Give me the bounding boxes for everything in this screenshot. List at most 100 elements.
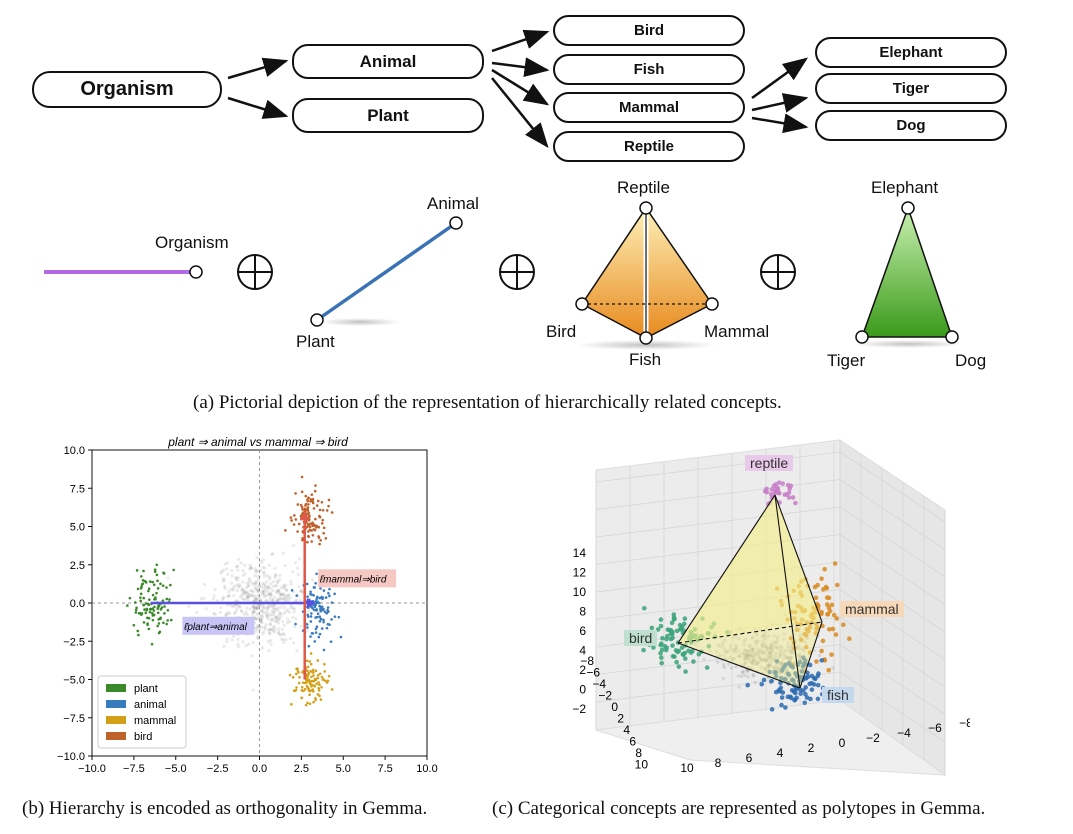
- background-point: [252, 610, 257, 614]
- point-mammal: [297, 670, 300, 674]
- background-point: [278, 597, 282, 601]
- background-point: [258, 597, 262, 601]
- point-plant: [158, 630, 162, 634]
- point-bird: [312, 507, 316, 510]
- x-tick-label: −6: [586, 666, 600, 680]
- background-point: [718, 644, 723, 648]
- point-bird: [682, 656, 688, 661]
- background-point: [800, 647, 805, 651]
- background-point: [265, 611, 270, 615]
- point-animal: [307, 644, 311, 648]
- point-animal: [312, 586, 316, 589]
- point-bird: [296, 530, 299, 533]
- background-point: [253, 606, 257, 610]
- background-point: [255, 603, 260, 607]
- point-bird: [679, 645, 685, 650]
- point-bird: [308, 514, 311, 518]
- point-fish: [808, 696, 813, 702]
- background-point: [252, 582, 256, 586]
- point-bird: [300, 490, 304, 494]
- background-point: [746, 674, 750, 679]
- background-point: [273, 566, 277, 571]
- point-mammal: [321, 678, 325, 681]
- grid-line: [595, 479, 841, 510]
- point-mammal: [307, 688, 311, 692]
- tree-node-animal: Animal: [292, 44, 484, 79]
- point-bird: [711, 621, 717, 627]
- background-point: [242, 589, 246, 594]
- background-point: [263, 606, 267, 610]
- point-mammal: [295, 667, 298, 671]
- point-bird: [303, 508, 306, 512]
- background-point: [693, 642, 698, 646]
- background-point: [754, 643, 758, 647]
- background-point: [737, 685, 742, 689]
- background-point: [263, 592, 267, 597]
- background-point: [743, 649, 748, 653]
- background-point: [776, 655, 781, 660]
- background-point: [721, 643, 725, 647]
- point-bird: [299, 503, 303, 507]
- point-bird: [319, 538, 322, 542]
- background-point: [271, 628, 275, 633]
- point-mammal: [305, 659, 309, 663]
- background-point: [236, 642, 240, 646]
- point-reptile: [762, 488, 768, 494]
- point-plant: [152, 609, 156, 612]
- background-point: [286, 593, 290, 597]
- point-fish: [809, 687, 815, 692]
- background-point: [264, 598, 268, 603]
- background-point: [195, 610, 199, 615]
- point-plant: [147, 589, 150, 593]
- background-point: [277, 590, 281, 595]
- y-tick-label: 0: [839, 736, 846, 750]
- background-point: [235, 564, 240, 568]
- background-point: [254, 582, 258, 586]
- point-bird: [669, 620, 675, 626]
- background-point: [213, 587, 217, 592]
- point-bird: [658, 642, 663, 648]
- background-point: [282, 640, 286, 645]
- background-point: [765, 657, 769, 662]
- point-plant: [144, 611, 148, 615]
- background-point: [254, 570, 259, 574]
- background-point: [267, 604, 271, 608]
- background-point: [753, 680, 758, 685]
- background-point: [246, 584, 250, 588]
- x-tick-label: 7.5: [377, 763, 392, 775]
- background-point: [734, 645, 738, 650]
- background-point: [785, 668, 789, 673]
- point-plant: [159, 608, 163, 611]
- point-animal: [314, 581, 317, 585]
- background-point: [770, 644, 774, 648]
- background-point: [741, 651, 746, 656]
- point-animal: [306, 615, 310, 618]
- background-point: [277, 589, 281, 593]
- background-point: [276, 598, 280, 602]
- background-point: [768, 655, 772, 659]
- background-point: [299, 589, 303, 593]
- background-point: [256, 589, 260, 594]
- background-point: [227, 611, 232, 615]
- x-tick-label: −4: [592, 677, 606, 691]
- background-point: [262, 571, 266, 575]
- point-animal: [311, 607, 315, 610]
- point-fish: [807, 681, 813, 687]
- point-fish: [773, 669, 778, 675]
- point-plant: [147, 627, 151, 631]
- background-point: [266, 592, 270, 596]
- background-point: [245, 595, 249, 599]
- x-tick-label: 4: [623, 723, 630, 737]
- background-point: [758, 627, 762, 631]
- background-point: [263, 625, 267, 629]
- point-mammal: [306, 665, 310, 669]
- background-point: [752, 659, 756, 663]
- point-bird: [651, 645, 656, 650]
- caption-c: (c) Categorical concepts are represented…: [492, 798, 986, 819]
- background-point: [755, 638, 760, 643]
- background-point: [266, 639, 270, 644]
- legend-label-bird: bird: [134, 731, 152, 743]
- background-point: [753, 658, 758, 663]
- x-tick-label: 10.0: [416, 763, 437, 775]
- background-point: [268, 577, 272, 581]
